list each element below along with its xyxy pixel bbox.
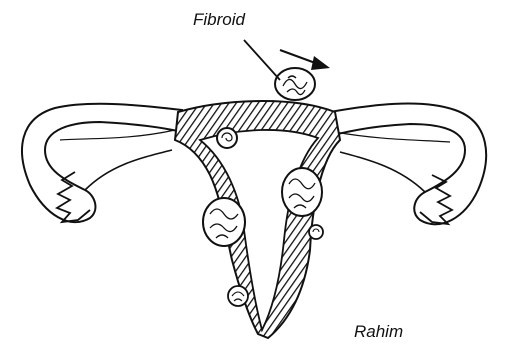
right-tube-inner-line — [335, 132, 450, 142]
fibroid-intramural-right — [282, 168, 322, 216]
arrow-right-icon — [280, 50, 330, 70]
left-tube-lower — [85, 150, 172, 190]
fibroid-subserosal — [275, 68, 315, 100]
fibroid-intramural-left — [203, 198, 245, 246]
right-fallopian-tube — [330, 104, 486, 225]
fibroid-small-right — [309, 225, 323, 239]
fibroid-small-left — [217, 128, 237, 148]
fibroid-label: Fibroid — [193, 10, 245, 30]
fibroid-cervical — [228, 286, 248, 306]
uterus-label: Rahim — [354, 322, 403, 342]
left-fallopian-tube — [22, 104, 182, 222]
fibroid-pointer-line — [244, 40, 280, 80]
right-tube-lower — [340, 152, 425, 192]
left-tube-inner-line — [60, 130, 175, 140]
